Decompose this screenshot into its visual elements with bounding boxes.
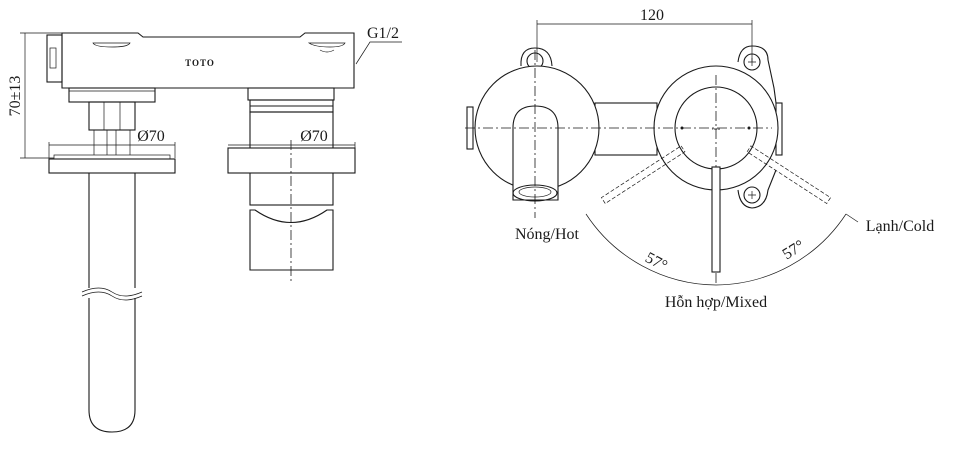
spout-stem: [88, 101, 136, 131]
brand-logo: TOTO: [185, 58, 215, 68]
slot-right: [307, 42, 346, 53]
mount-lug-bottom: [737, 169, 777, 209]
mount-hole-right: [743, 53, 761, 71]
thread-label: G1/2: [367, 25, 399, 42]
slot-left: [92, 42, 131, 48]
spout-collar: [68, 87, 156, 103]
body-end-cap: [46, 34, 63, 83]
connector-body: [594, 102, 658, 156]
valve-flange: [227, 147, 356, 174]
mixed-label: Hỗn hợp/Mixed: [665, 294, 767, 311]
lever-cold-position: [746, 145, 832, 204]
spout-diameter-line: [48, 142, 176, 158]
front-view: 120 TOTO: [465, 7, 934, 311]
side-view: TOTO 70±13 Ø70 Ø70 G1/2: [7, 25, 402, 433]
faucet-body: [61, 32, 355, 89]
spout-outlet: [512, 105, 559, 201]
height-dimension-line: [20, 32, 62, 159]
valve-collar: [247, 87, 335, 101]
spout-pipe: [88, 173, 136, 433]
spout-flange: [48, 158, 176, 174]
valve-diameter-label: Ø70: [300, 128, 328, 145]
center-distance-line: [536, 20, 753, 62]
mount-lug-left: [520, 47, 553, 67]
hole-crosses: [748, 58, 756, 199]
lever-mixed: [711, 166, 721, 273]
end-cap-detail: [49, 47, 57, 69]
flange-top: [53, 154, 171, 160]
valve-diameter-line: [228, 142, 356, 148]
cold-label: Lạnh/Cold: [866, 218, 934, 235]
mount-lug-right: [737, 45, 777, 104]
lever-hot-position: [600, 145, 686, 204]
spout-diameter-label: Ø70: [137, 128, 165, 145]
height-dimension-label: 70±13: [7, 76, 24, 117]
valve-handle: [249, 209, 334, 271]
center-distance-label: 120: [640, 7, 664, 24]
thread-leader: [355, 41, 402, 65]
mount-hole-bottom: [743, 186, 761, 204]
hot-label: Nóng/Hot: [515, 226, 580, 243]
hot-angle-label: 57°: [642, 249, 670, 275]
rotation-arc: [585, 213, 847, 286]
spout-pipes: [93, 130, 131, 155]
cold-angle-label: 57°: [780, 237, 808, 263]
cold-leader: [845, 213, 859, 223]
break-line: [81, 287, 143, 301]
